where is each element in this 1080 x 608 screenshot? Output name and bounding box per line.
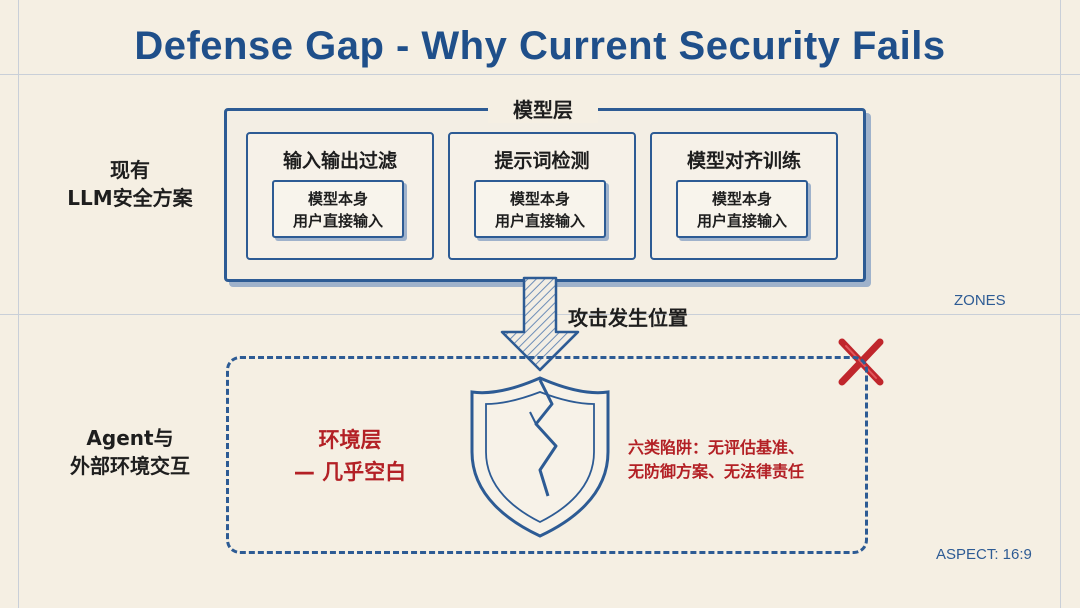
environment-title-line: 环境层 bbox=[318, 428, 382, 452]
technique-box-alignment: 模型对齐训练 模型本身 用户直接输入 bbox=[650, 132, 838, 260]
traps-line: 无防御方案、无法律责任 bbox=[628, 462, 805, 481]
technique-title: 模型对齐训练 bbox=[686, 150, 801, 172]
technique-title: 输入输出过滤 bbox=[282, 150, 397, 172]
technique-box-io-filter: 输入输出过滤 模型本身 用户直接输入 bbox=[246, 132, 434, 260]
scope-line: 用户直接输入 bbox=[494, 212, 585, 230]
existing-llm-security-label: 现有 LLM安全方案 bbox=[40, 156, 220, 212]
technique-title: 提示词检测 bbox=[494, 150, 590, 172]
scope-line: 模型本身 bbox=[509, 190, 570, 208]
environment-layer-box bbox=[226, 356, 868, 554]
guide-line-top bbox=[0, 74, 1080, 75]
side-label-line: 现有 bbox=[110, 158, 150, 182]
agent-environment-label: Agent与 外部环境交互 bbox=[40, 424, 220, 480]
environment-title-line: — 几乎空白 bbox=[293, 460, 407, 484]
side-label-line: LLM安全方案 bbox=[67, 186, 193, 210]
zones-annotation: ZONES bbox=[954, 292, 1006, 309]
scope-line: 模型本身 bbox=[307, 190, 368, 208]
down-arrow-icon bbox=[500, 276, 580, 372]
guide-line-right bbox=[1060, 0, 1061, 608]
aspect-annotation: ASPECT: 16:9 bbox=[936, 546, 1032, 563]
technique-box-prompt-detection: 提示词检测 模型本身 用户直接输入 bbox=[448, 132, 636, 260]
technique-scope: 模型本身 用户直接输入 bbox=[676, 180, 808, 238]
broken-shield-icon bbox=[470, 376, 610, 538]
six-traps-note: 六类陷阱：无评估基准、 无防御方案、无法律责任 bbox=[628, 436, 858, 484]
attack-location-label: 攻击发生位置 bbox=[568, 306, 688, 330]
side-label-line: 外部环境交互 bbox=[70, 454, 190, 478]
environment-layer-title: 环境层 — 几乎空白 bbox=[280, 424, 420, 488]
traps-line: 六类陷阱：无评估基准、 bbox=[628, 438, 805, 457]
scope-line: 用户直接输入 bbox=[292, 212, 383, 230]
technique-scope: 模型本身 用户直接输入 bbox=[272, 180, 404, 238]
model-layer-title: 模型层 bbox=[488, 94, 598, 123]
scope-line: 用户直接输入 bbox=[696, 212, 787, 230]
technique-scope: 模型本身 用户直接输入 bbox=[474, 180, 606, 238]
page-title: Defense Gap - Why Current Security Fails bbox=[134, 24, 946, 68]
scope-line: 模型本身 bbox=[711, 190, 772, 208]
guide-line-left bbox=[18, 0, 19, 608]
side-label-line: Agent与 bbox=[86, 426, 174, 450]
